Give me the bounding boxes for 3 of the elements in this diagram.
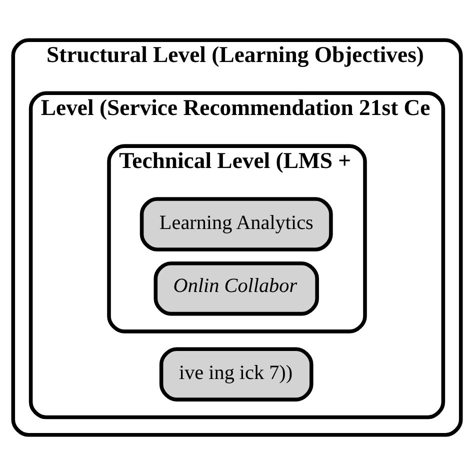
node-box: Learning Analytics: [140, 196, 333, 251]
node-box: Onlin Collabor: [154, 260, 319, 316]
node-box: ive ing ick 7)): [159, 346, 314, 401]
